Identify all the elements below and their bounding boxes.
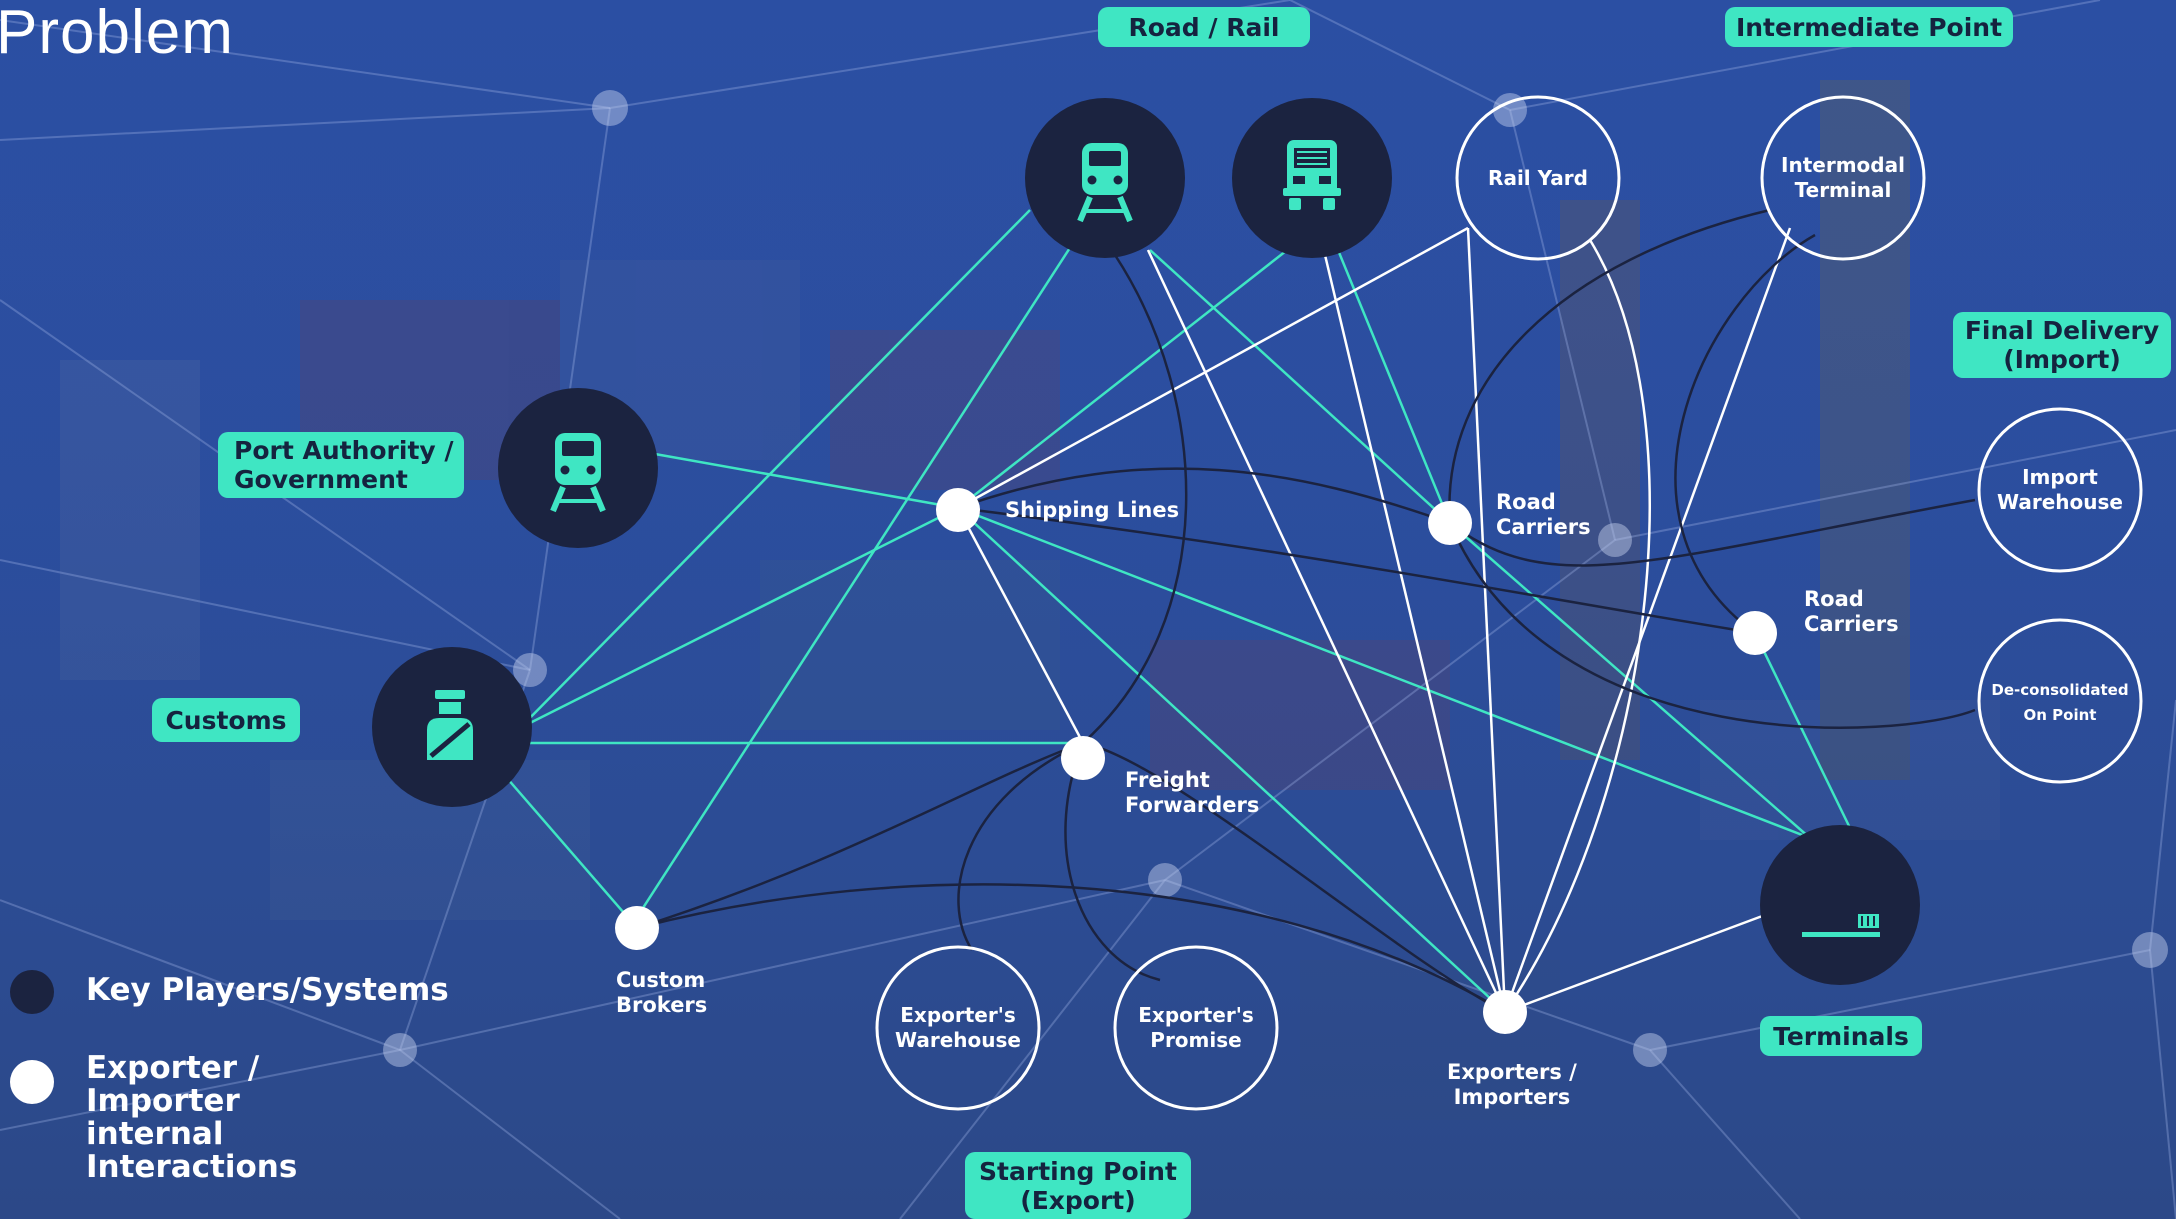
label-shipping-lines: Shipping Lines <box>1005 498 1180 522</box>
legend-white-dot <box>10 1060 54 1104</box>
freight-forwarders-dot <box>1061 736 1105 780</box>
exporters-warehouse-circle <box>875 945 1041 1111</box>
white-connections <box>956 226 1792 1014</box>
tag-port-authority: Port Authority / Government <box>218 432 464 498</box>
label-exporters-warehouse: Exporter's Warehouse <box>895 1003 1021 1052</box>
legend-dark-dot <box>10 970 54 1014</box>
label-road-carriers-2: Road Carriers <box>1804 587 1899 636</box>
tag-intermediate-point: Intermediate Point <box>1725 7 2013 47</box>
truck-node-road-rail <box>1232 98 1392 258</box>
terminals-node <box>1760 825 1920 985</box>
deconsolidated-circle <box>1977 618 2143 784</box>
tag-customs: Customs <box>152 698 300 742</box>
label-exporters-promise: Exporter's Promise <box>1138 1003 1254 1052</box>
truck-icon <box>1283 140 1341 210</box>
white-nodes <box>615 488 1777 1034</box>
rail-yard-circle <box>1455 95 1621 261</box>
exporters-importers-dot <box>1483 990 1527 1034</box>
customs-officer-icon <box>427 690 473 760</box>
exporters-promise-circle <box>1113 945 1279 1111</box>
intermodal-terminal-circle <box>1760 95 1926 261</box>
label-custom-brokers: Custom Brokers <box>616 968 708 1017</box>
train-icon <box>1077 143 1133 223</box>
tag-final-delivery: Final Delivery (Import) <box>1953 312 2171 378</box>
label-intermodal-terminal: Intermodal Terminal <box>1781 153 1905 202</box>
road-carriers-dot-2 <box>1733 611 1777 655</box>
outlined-circles <box>875 95 2143 1111</box>
label-freight-forwarders: Freight Forwarders <box>1125 768 1260 817</box>
label-import-warehouse: Import Warehouse <box>1997 465 2123 514</box>
label-rail-yard: Rail Yard <box>1488 165 1588 190</box>
import-warehouse-circle <box>1977 407 2143 573</box>
train-node-port-authority <box>498 388 658 548</box>
train-icon <box>550 433 606 513</box>
tag-starting-point: Starting Point (Export) <box>965 1152 1191 1219</box>
legend-internal: Exporter / Importer internal Interaction… <box>86 1050 298 1185</box>
teal-connections <box>499 209 1852 1013</box>
road-carriers-dot-1 <box>1428 501 1472 545</box>
tag-terminals: Terminals <box>1760 1016 1922 1056</box>
label-exporters-importers: Exporters / Importers <box>1447 1060 1577 1109</box>
page-title: Problem <box>0 0 234 67</box>
legend-key-players: Key Players/Systems <box>86 972 449 1008</box>
dark-connections <box>636 208 1976 1014</box>
tag-road-rail: Road / Rail <box>1098 7 1310 47</box>
train-node-road-rail <box>1025 98 1185 258</box>
custom-brokers-dot <box>615 906 659 950</box>
terminal-icon <box>1802 914 1880 937</box>
label-road-carriers-1: Road Carriers <box>1496 490 1591 539</box>
label-deconsolidated: De-consolidated On Point <box>1991 681 2129 724</box>
customs-node <box>372 647 532 807</box>
shipping-lines-dot <box>936 488 980 532</box>
